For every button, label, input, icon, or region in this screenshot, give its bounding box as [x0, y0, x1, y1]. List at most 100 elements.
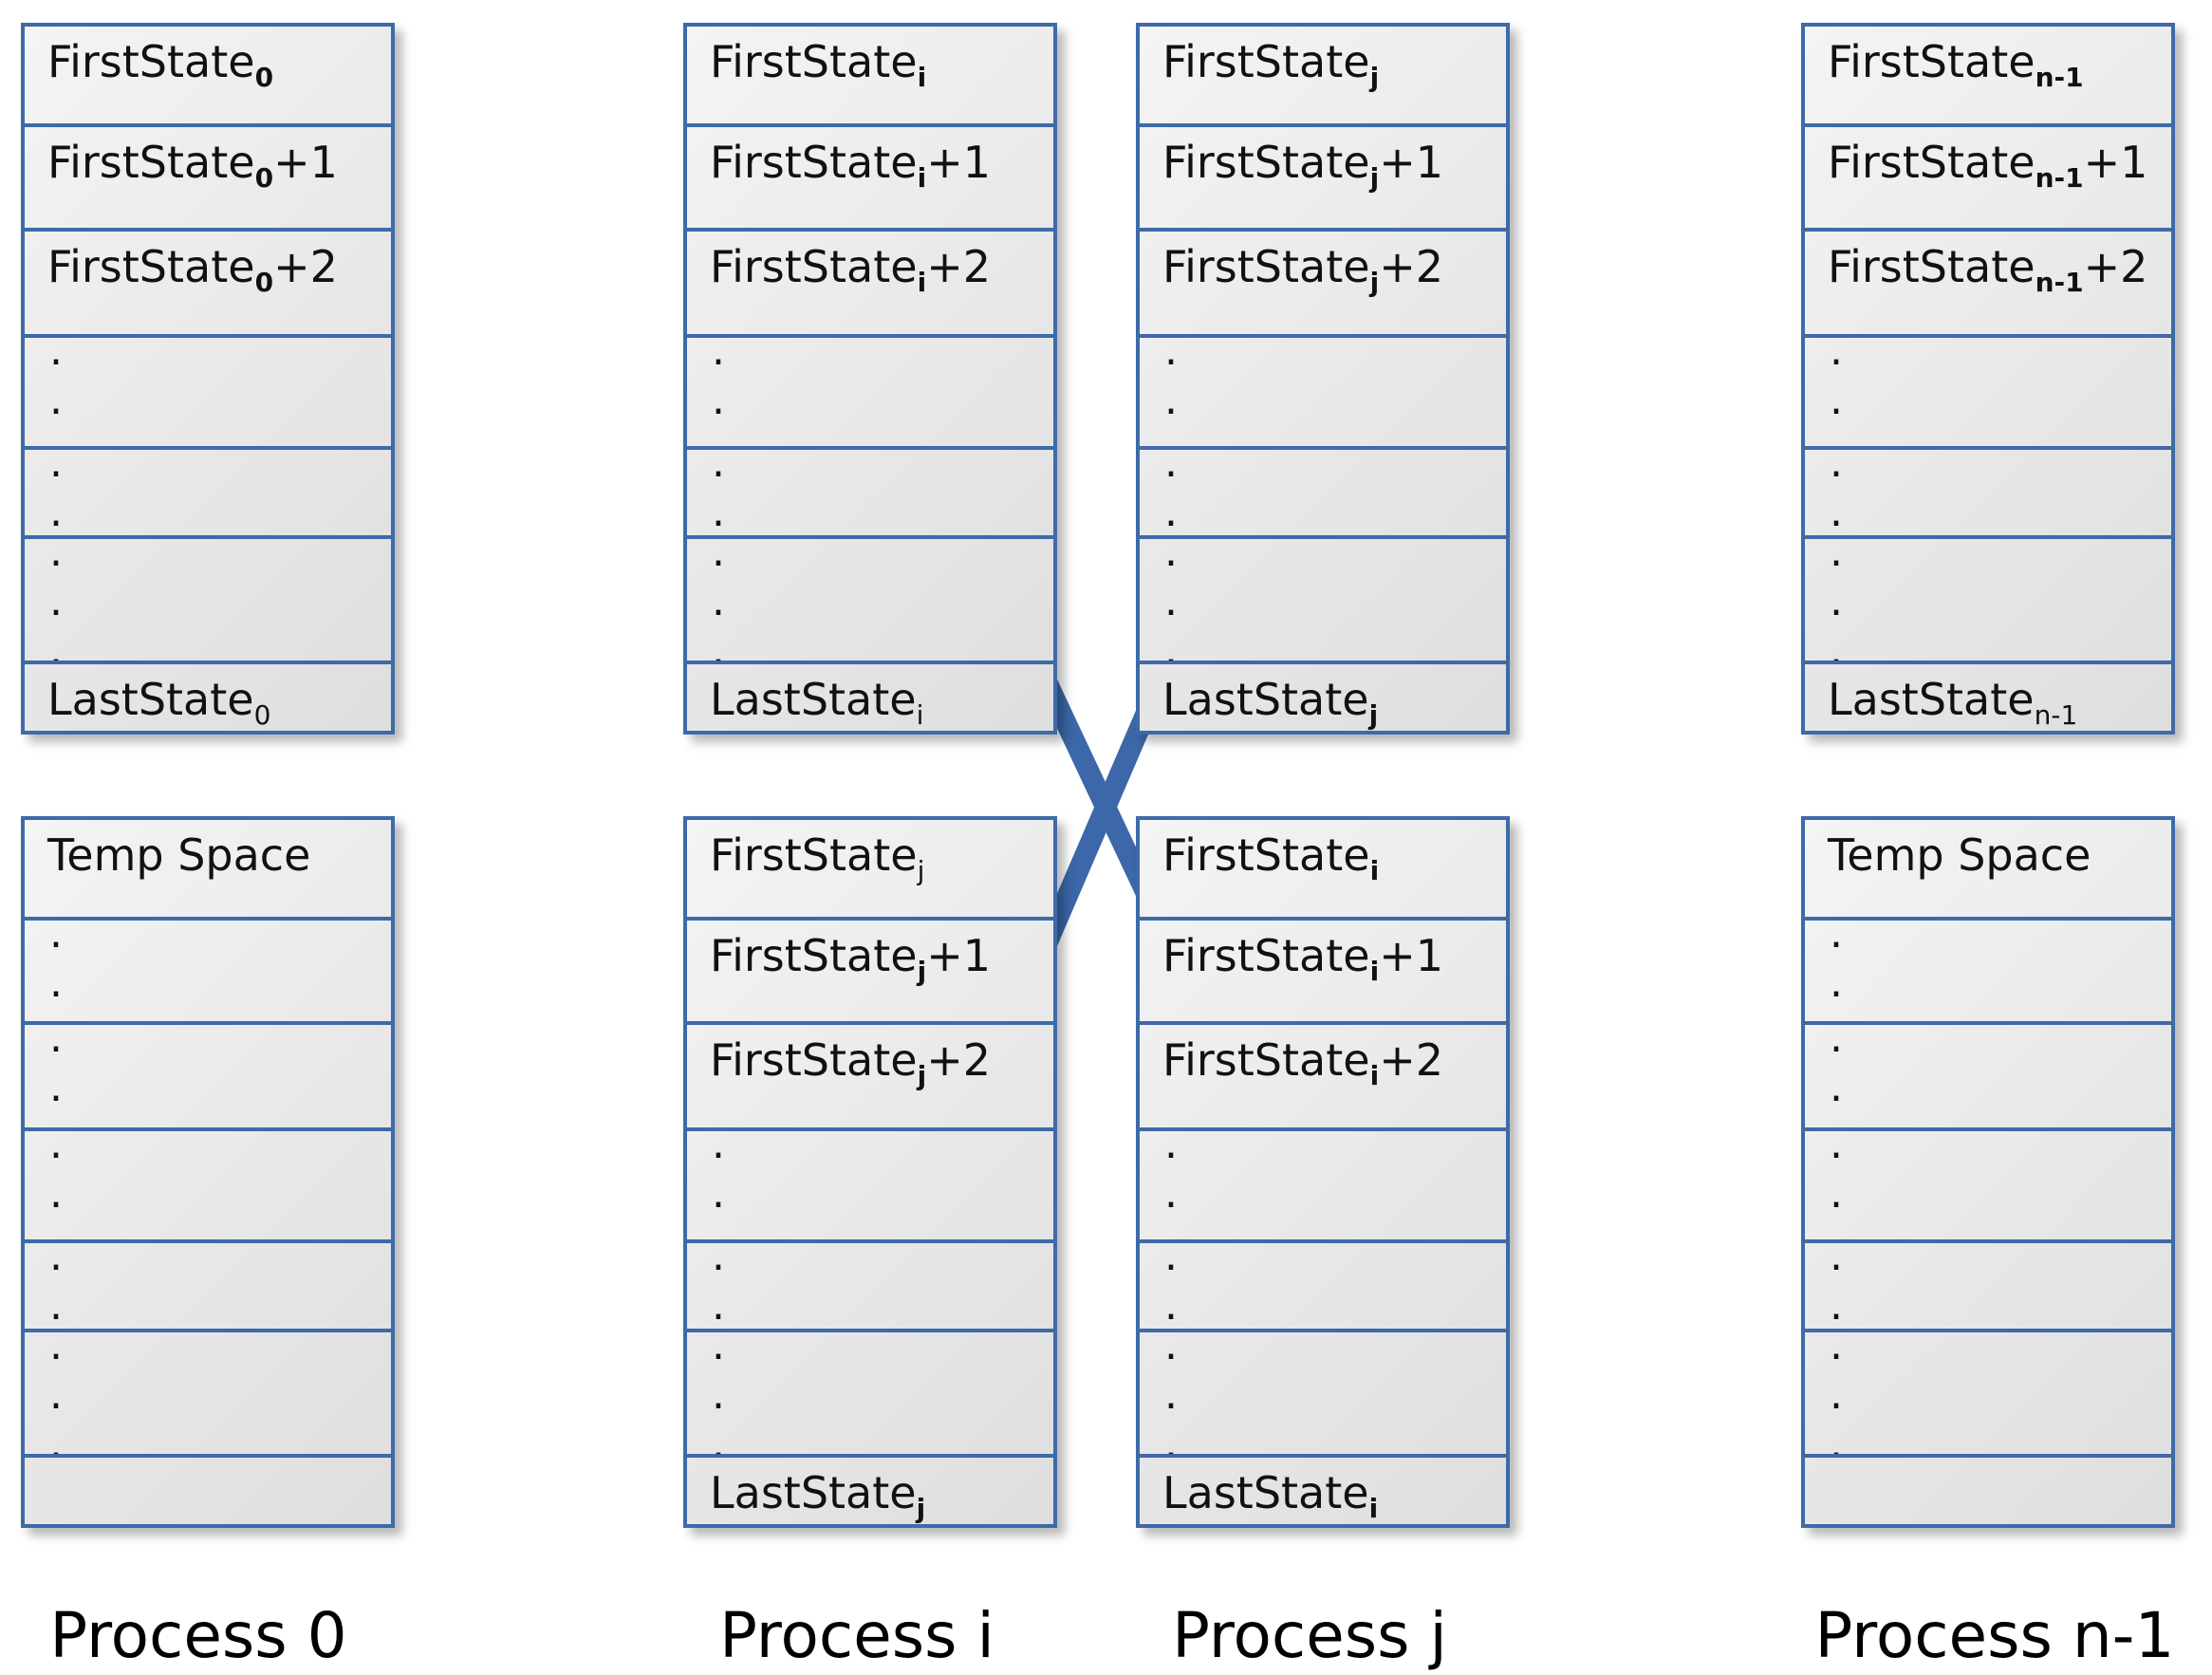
- state-cell: FirstStatei+2: [687, 228, 1053, 334]
- state-cell: FirstStaten-1: [1805, 27, 2171, 123]
- cell-label: LastStatei: [1162, 1467, 1378, 1522]
- state-cell: ..: [1140, 1120, 1506, 1239]
- state-cell: [1805, 1454, 2171, 1532]
- ellipsis-dots: ..: [712, 1232, 725, 1330]
- state-cell: ...: [1805, 1321, 2171, 1468]
- state-name: FirstState: [47, 241, 255, 292]
- state-subscript: j: [917, 1060, 927, 1091]
- state-name: FirstState: [1162, 829, 1370, 881]
- state-cell: FirstStatej+2: [687, 1021, 1053, 1127]
- state-name: FirstState: [710, 36, 918, 87]
- state-subscript: j: [1369, 267, 1380, 298]
- state-cell: FirstStatei: [687, 27, 1053, 123]
- state-name: LastState: [710, 1467, 917, 1518]
- state-cell: LastState0: [25, 661, 391, 738]
- cell-label: FirstState0: [47, 36, 273, 91]
- ellipsis-dots: ...: [1164, 528, 1178, 675]
- ellipsis-dots: ...: [712, 528, 725, 675]
- state-cell: FirstStatej+1: [1140, 123, 1506, 228]
- state-cell: ..: [25, 1014, 391, 1127]
- state-cell: FirstStatej+2: [1140, 228, 1506, 334]
- ellipsis-dots: ..: [712, 438, 725, 536]
- ellipsis-dots: ..: [49, 1232, 63, 1330]
- state-name: LastState: [47, 674, 254, 725]
- ellipsis-dots: ..: [712, 326, 725, 424]
- state-cell: ...: [687, 528, 1053, 675]
- state-name: FirstState: [710, 829, 918, 881]
- state-offset: +1: [1379, 930, 1443, 981]
- state-cell: FirstState0: [25, 27, 391, 123]
- state-subscript: n-1: [2035, 62, 2084, 93]
- state-cell: FirstStaten-1+2: [1805, 228, 2171, 334]
- cell-label: Temp Space: [1828, 829, 2091, 881]
- process-label: Process i: [719, 1599, 994, 1672]
- cell-label: LastStatej: [1162, 674, 1378, 729]
- state-subscript: j: [1369, 62, 1380, 93]
- state-name: LastState: [1162, 674, 1369, 725]
- state-name: FirstState: [1162, 1034, 1370, 1086]
- state-cell: LastStaten-1: [1805, 661, 2171, 738]
- ellipsis-dots: ..: [1164, 1232, 1178, 1330]
- state-offset: +2: [2083, 241, 2148, 292]
- state-cell: ...: [25, 528, 391, 675]
- state-subscript: 0: [253, 699, 271, 731]
- state-cell: FirstStatei+2: [1140, 1021, 1506, 1127]
- ellipsis-dots: ...: [1164, 1321, 1178, 1468]
- state-subscript: n-1: [2035, 162, 2084, 194]
- state-offset: +2: [926, 241, 991, 292]
- cell-label: LastState0: [47, 674, 270, 729]
- cell-label: FirstStatej+1: [710, 930, 991, 985]
- state-name: FirstState: [1162, 241, 1370, 292]
- state-name: LastState: [710, 674, 917, 725]
- state-cell: FirstStatej: [1140, 27, 1506, 123]
- state-cell: FirstStatei: [1140, 820, 1506, 917]
- state-cell: ..: [687, 1232, 1053, 1330]
- cell-label: FirstStatej: [710, 829, 924, 884]
- state-name: FirstState: [710, 241, 918, 292]
- state-name: FirstState: [710, 1034, 918, 1086]
- ellipsis-dots: ..: [1830, 1014, 1843, 1111]
- state-cell: ..: [1140, 326, 1506, 446]
- state-cell: Temp Space: [1805, 820, 2171, 917]
- state-name: FirstState: [710, 930, 918, 981]
- ellipsis-dots: ...: [49, 528, 63, 675]
- block-pn1-bottom: Temp Space...........: [1801, 816, 2175, 1528]
- state-cell: ..: [1805, 909, 2171, 1021]
- state-subscript: j: [1368, 699, 1379, 731]
- cell-label: LastStatei: [710, 674, 923, 729]
- state-subscript: 0: [254, 162, 274, 194]
- cell-label: FirstStatej+2: [1162, 241, 1443, 296]
- cell-label: FirstStatei: [710, 36, 926, 91]
- cell-label: FirstStatei+1: [710, 137, 991, 192]
- process-label: Process n-1: [1814, 1599, 2175, 1672]
- state-cell: ..: [25, 1232, 391, 1330]
- cell-label: FirstState0+1: [47, 137, 338, 192]
- state-cell: FirstStaten-1+1: [1805, 123, 2171, 228]
- state-offset: +2: [926, 1034, 991, 1086]
- state-cell: LastStatei: [1140, 1454, 1506, 1532]
- state-subscript: i: [1369, 956, 1380, 987]
- state-cell: ..: [687, 326, 1053, 446]
- state-cell: FirstState0+2: [25, 228, 391, 334]
- cell-label: FirstStatei+1: [1162, 930, 1443, 985]
- state-offset: +1: [2083, 137, 2148, 188]
- state-name: FirstState: [1828, 36, 2035, 87]
- state-cell: FirstStatej: [687, 820, 1053, 917]
- state-cell: ..: [1140, 1232, 1506, 1330]
- state-cell: ...: [1805, 528, 2171, 675]
- state-cell: ..: [1140, 438, 1506, 536]
- state-cell: ..: [1805, 1014, 2171, 1127]
- ellipsis-dots: ..: [1164, 326, 1178, 424]
- cell-label: FirstStatej+2: [710, 1034, 991, 1089]
- ellipsis-dots: ..: [1830, 1232, 1843, 1330]
- state-subscript: i: [917, 62, 927, 93]
- state-cell: ...: [1140, 528, 1506, 675]
- state-cell: FirstStatei+1: [1140, 917, 1506, 1021]
- state-offset: +1: [1379, 137, 1443, 188]
- state-cell: Temp Space: [25, 820, 391, 917]
- state-offset: +1: [926, 137, 991, 188]
